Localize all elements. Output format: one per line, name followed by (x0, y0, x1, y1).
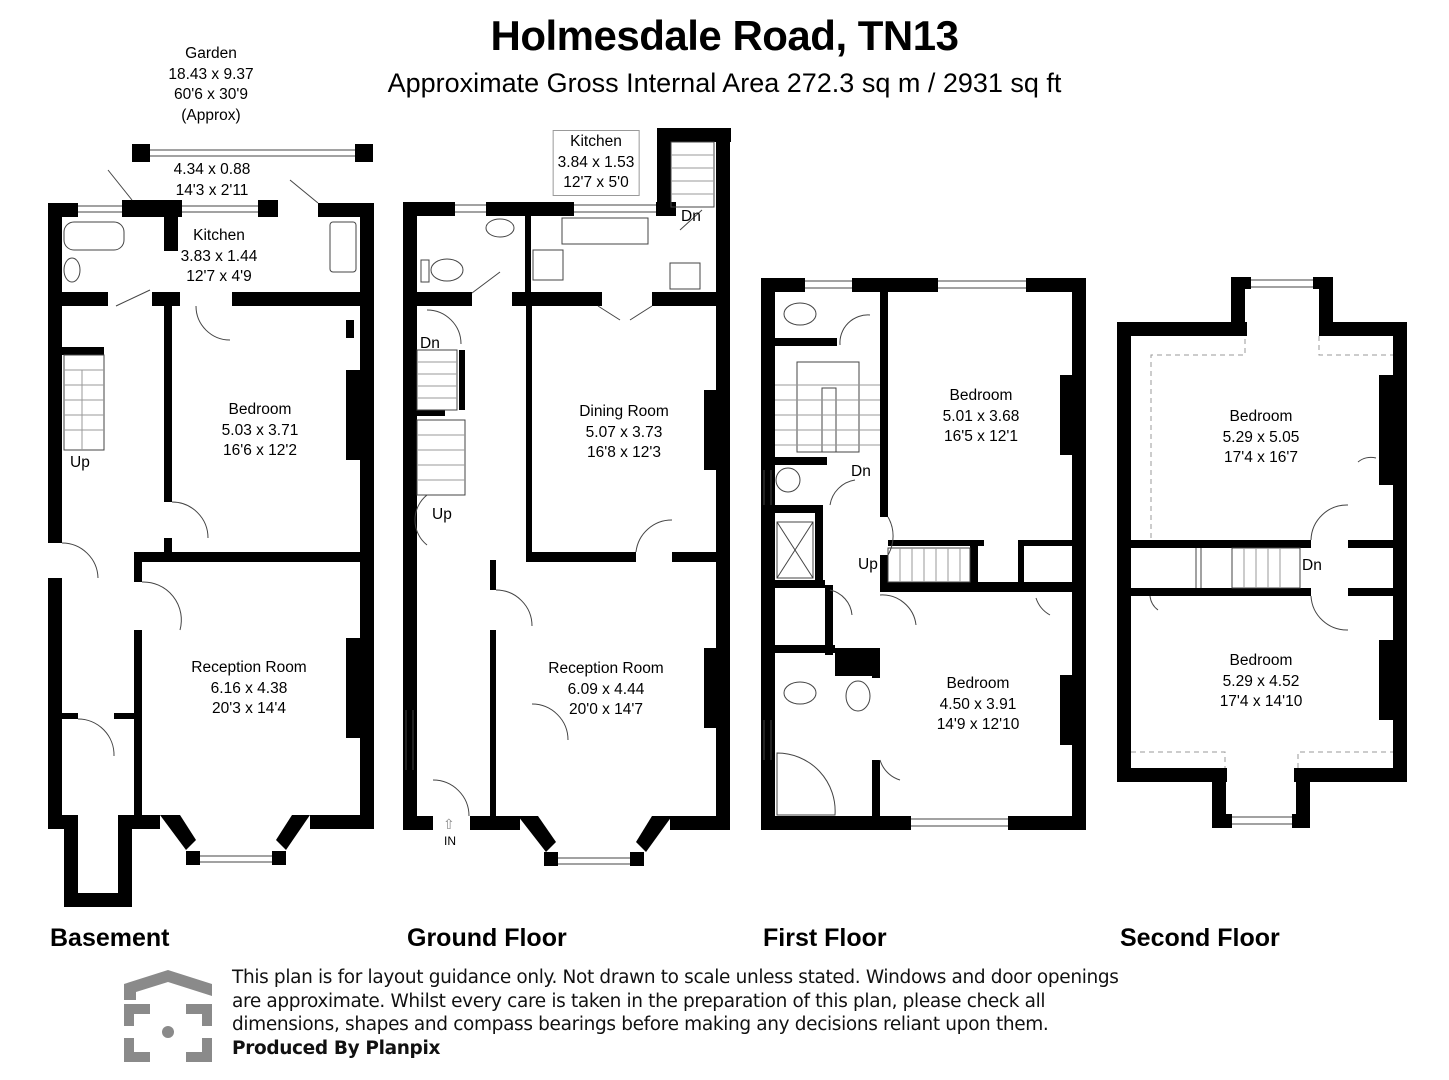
ground-reception-label: Reception Room 6.09 x 4.44 20'0 x 14'7 (548, 659, 663, 721)
room-name: Kitchen (193, 227, 245, 244)
garden-metric: 18.43 x 9.37 (168, 65, 254, 83)
first-stairs-down-label: Dn (851, 463, 871, 480)
room-name: Bedroom (946, 675, 1010, 692)
disclaimer-line: are approximate. Whilst every care is ta… (232, 990, 1046, 1012)
basement-bedroom-label: Bedroom 5.03 x 3.71 16'6 x 12'2 (222, 400, 299, 462)
room-imperial: 12'7 x 4'9 (186, 268, 252, 285)
room-imperial: 12'7 x 5'0 (563, 174, 629, 191)
room-metric: 5.29 x 4.52 (1222, 672, 1300, 690)
garden-imperial: 60'6 x 30'9 (173, 86, 249, 103)
room-name: Reception Room (191, 659, 307, 676)
room-imperial: 17'4 x 16'7 (1223, 449, 1299, 466)
garden-name: Garden (185, 45, 237, 62)
second-bedroom-1-label: Bedroom 5.29 x 5.05 17'4 x 16'7 (1223, 407, 1300, 469)
ground-kitchen-label: Kitchen 3.84 x 1.53 12'7 x 5'0 (552, 130, 640, 196)
floor-label-first: First Floor (763, 924, 887, 952)
basement-sunroom-label: 4.34 x 0.88 14'3 x 2'11 (174, 160, 251, 201)
first-bedroom-1-label: Bedroom 5.01 x 3.68 16'5 x 12'1 (943, 386, 1020, 448)
room-imperial: 17'4 x 14'10 (1219, 693, 1303, 710)
room-metric: 3.83 x 1.44 (180, 247, 258, 265)
first-floor-plan (761, 278, 1086, 830)
producer-credit: Produced By Planpix (232, 1037, 441, 1059)
room-metric: 4.34 x 0.88 (173, 161, 251, 178)
garden-label: Garden 18.43 x 9.37 60'6 x 30'9 (Approx) (168, 44, 253, 126)
ground-floor-plan (403, 128, 731, 866)
disclaimer-line: dimensions, shapes and compass bearings … (232, 1014, 1049, 1035)
room-metric: 4.50 x 3.91 (939, 695, 1017, 713)
basement-stairs-up-label: Up (70, 454, 90, 471)
room-name: Bedroom (1229, 408, 1293, 425)
room-metric: 5.29 x 5.05 (1222, 428, 1300, 446)
basement-reception-label: Reception Room 6.16 x 4.38 20'3 x 14'4 (191, 658, 306, 720)
disclaimer-line: This plan is for layout guidance only. N… (232, 967, 1119, 988)
floor-label-second: Second Floor (1120, 924, 1280, 952)
room-imperial: 16'6 x 12'2 (222, 442, 298, 459)
first-bedroom-2-label: Bedroom 4.50 x 3.91 14'9 x 12'10 (937, 674, 1020, 736)
room-metric: 6.09 x 4.44 (567, 680, 645, 698)
floor-label-basement: Basement (50, 924, 170, 952)
room-metric: 3.84 x 1.53 (557, 153, 635, 171)
room-imperial: 14'9 x 12'10 (936, 716, 1020, 733)
entrance-arrow-icon: ⇧ (443, 816, 455, 832)
second-stairs-down-label: Dn (1302, 557, 1322, 574)
plan-title: Holmesdale Road, TN13 (490, 12, 959, 59)
room-imperial: 20'0 x 14'7 (568, 701, 644, 718)
second-bedroom-2-label: Bedroom 5.29 x 4.52 17'4 x 14'10 (1220, 651, 1303, 713)
ground-dining-label: Dining Room 5.07 x 3.73 16'8 x 12'3 (579, 402, 669, 464)
disclaimer: This plan is for layout guidance only. N… (232, 966, 1119, 1060)
basement-kitchen-label: Kitchen 3.83 x 1.44 12'7 x 4'9 (181, 226, 258, 288)
garden-note: (Approx) (181, 106, 241, 124)
entrance-label: IN (444, 834, 456, 848)
planpix-house-logo-icon (124, 970, 212, 1062)
basement-plan (48, 144, 374, 907)
room-name: Dining Room (579, 403, 669, 420)
first-stairs-up-label: Up (858, 556, 878, 573)
room-imperial: 16'8 x 12'3 (586, 444, 662, 461)
ground-tower-stairs-down-label: Dn (681, 208, 701, 225)
second-floor-plan (1117, 277, 1407, 828)
gross-area-subtitle: Approximate Gross Internal Area 272.3 sq… (387, 68, 1062, 98)
room-name: Kitchen (570, 133, 622, 150)
room-metric: 5.01 x 3.68 (942, 407, 1020, 425)
room-metric: 5.07 x 3.73 (585, 423, 663, 441)
ground-stairs-down-label: Dn (420, 335, 440, 352)
room-name: Bedroom (228, 401, 292, 418)
room-name: Bedroom (1229, 652, 1293, 669)
room-name: Bedroom (949, 387, 1013, 404)
room-name: Reception Room (548, 660, 664, 677)
floor-label-ground: Ground Floor (407, 924, 567, 952)
ground-stairs-up-label: Up (432, 506, 452, 523)
room-metric: 5.03 x 3.71 (221, 421, 299, 439)
room-metric: 6.16 x 4.38 (210, 679, 288, 697)
room-imperial: 16'5 x 12'1 (943, 428, 1019, 445)
room-imperial: 14'3 x 2'11 (175, 181, 249, 199)
room-imperial: 20'3 x 14'4 (211, 700, 287, 717)
